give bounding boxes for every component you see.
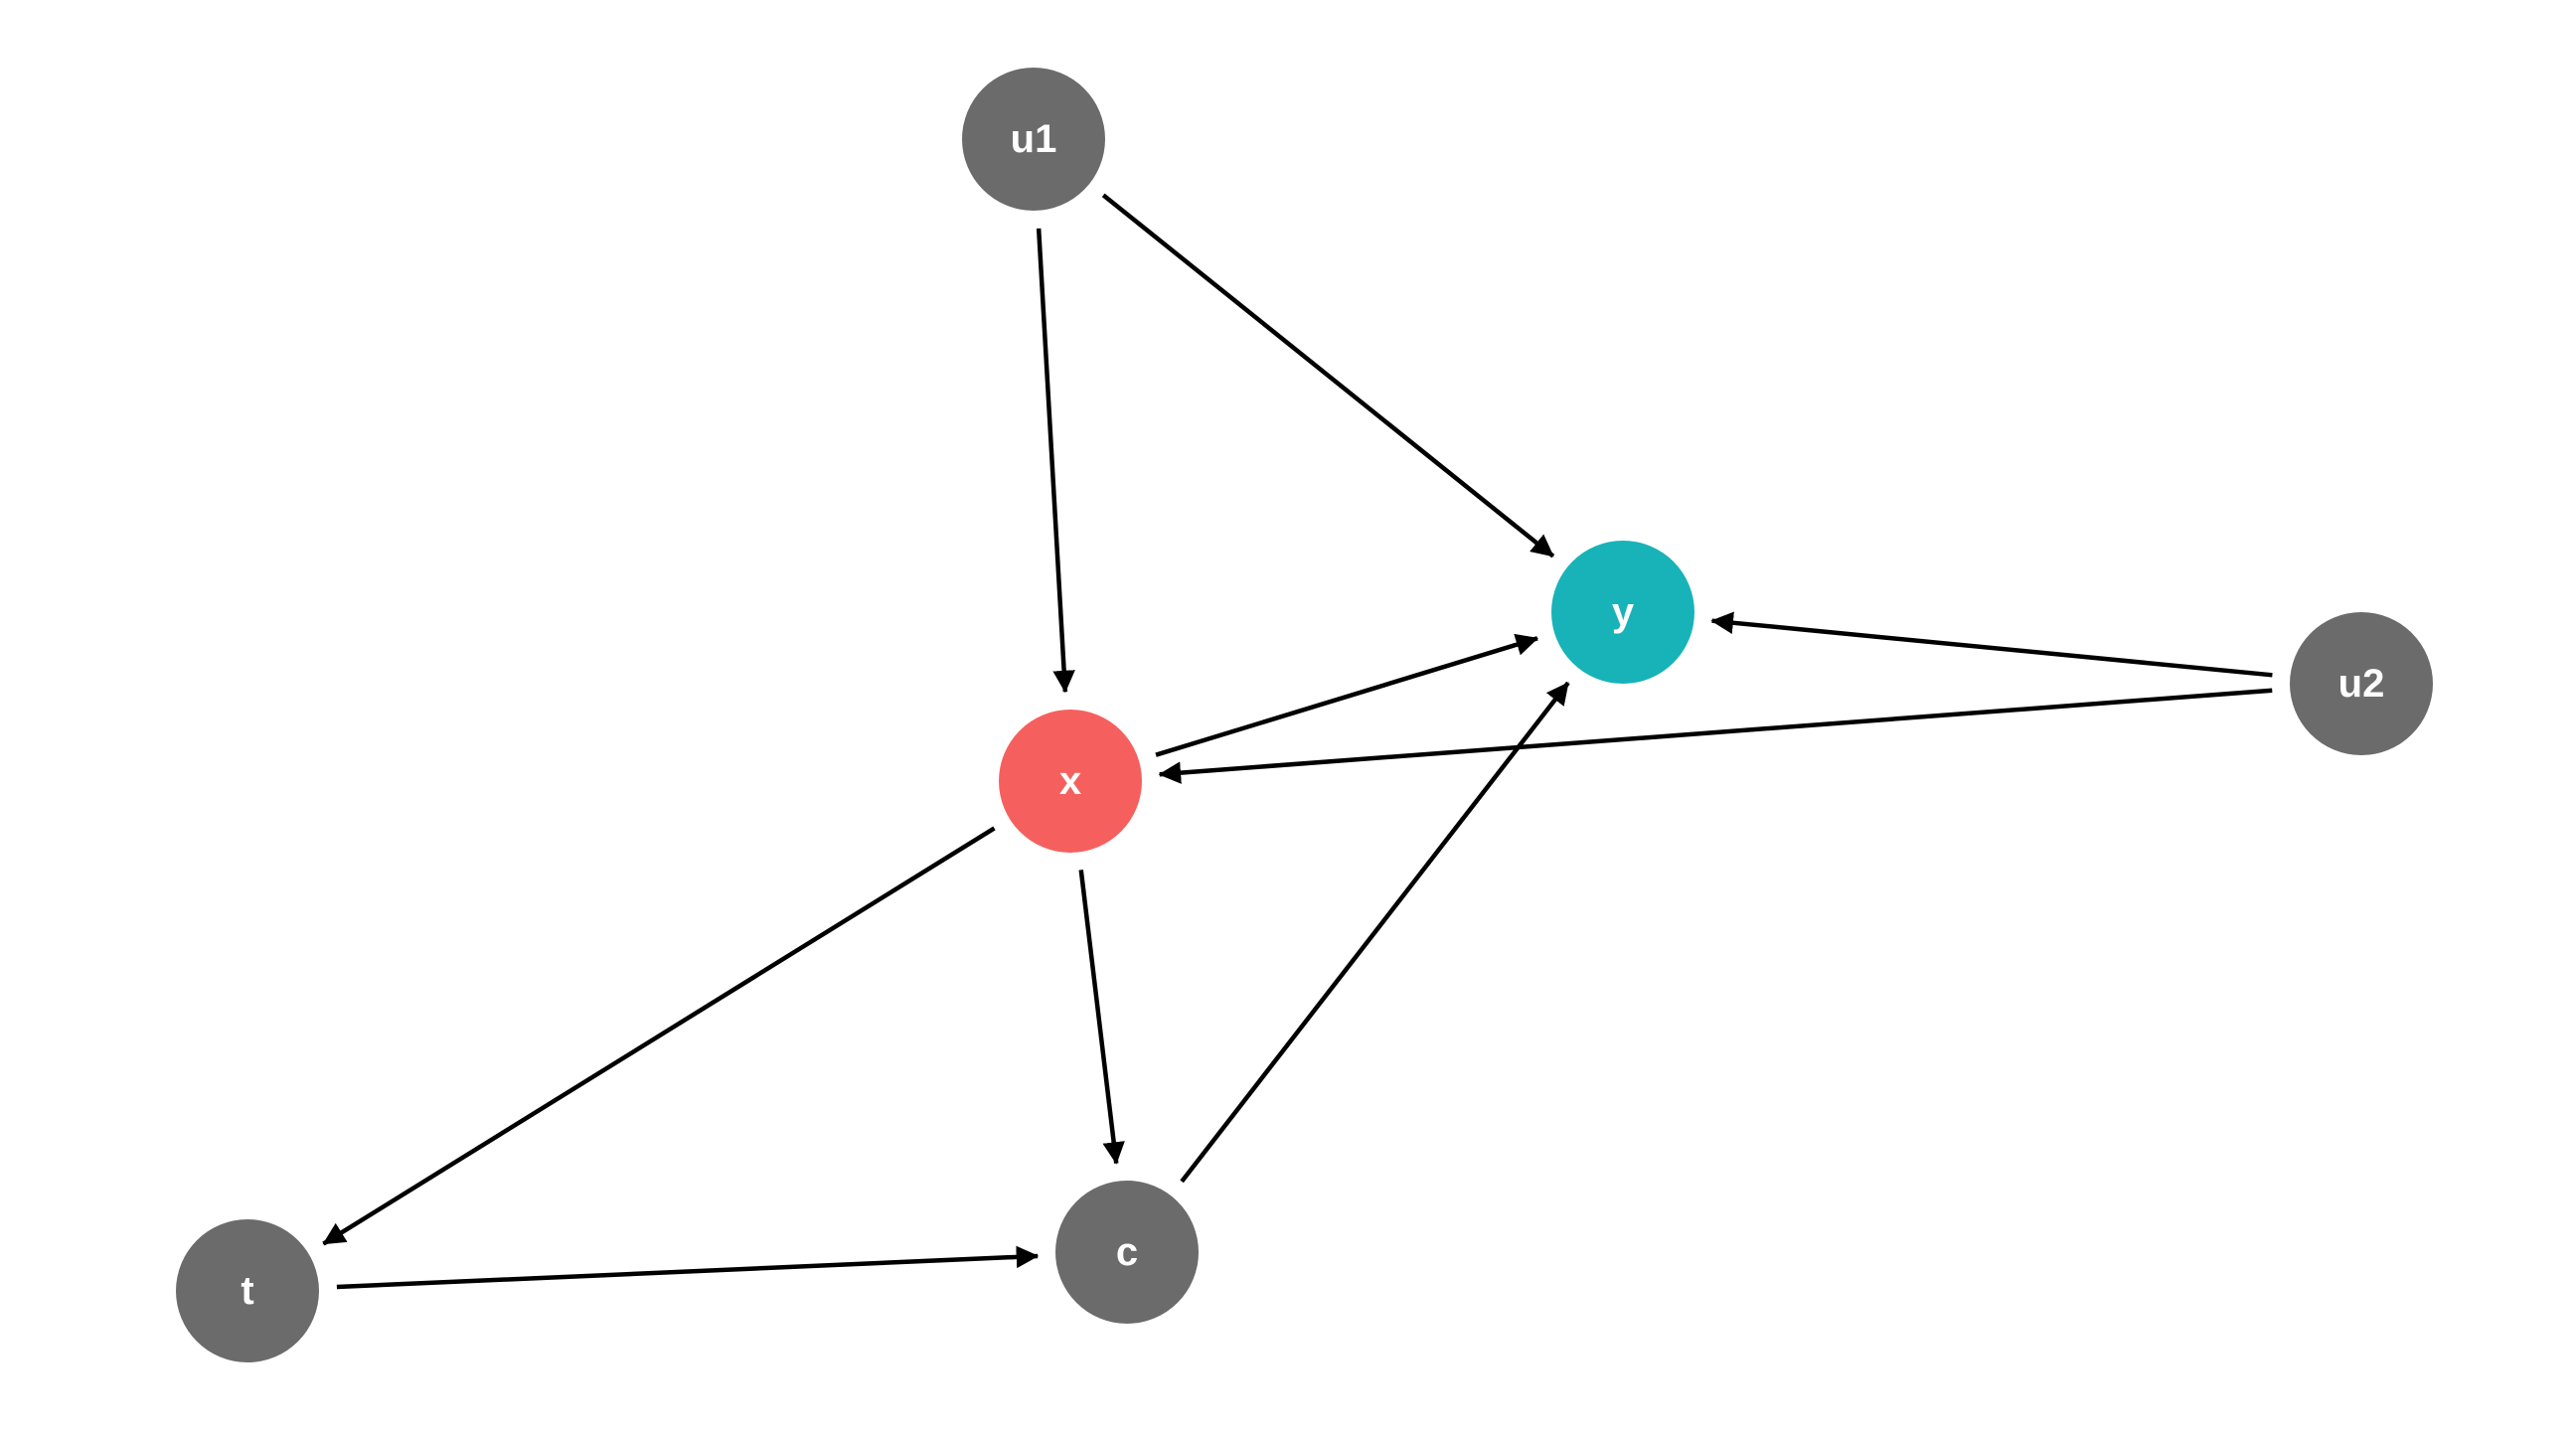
node-u2: u2 — [2290, 612, 2433, 755]
edge-u2-to-x — [1158, 688, 2273, 784]
node-label-y: y — [1612, 590, 1635, 634]
node-label-c: c — [1116, 1230, 1138, 1274]
node-t: t — [176, 1219, 319, 1362]
edge-x-to-t — [322, 826, 996, 1246]
node-x: x — [999, 710, 1142, 853]
edge-x-to-c — [1078, 870, 1125, 1165]
node-circle-u1 — [962, 68, 1105, 211]
node-circle-t — [176, 1219, 319, 1362]
node-circle-c — [1055, 1181, 1199, 1324]
node-label-x: x — [1059, 759, 1081, 803]
edge-u2-to-y — [1710, 611, 2273, 678]
node-circle-y — [1551, 541, 1694, 684]
nodes-layer: u1 y u2 x t c — [176, 68, 2433, 1362]
edge-u1-to-x — [1036, 228, 1075, 694]
edges-layer — [322, 193, 2273, 1290]
node-label-u2: u2 — [2338, 662, 2385, 706]
edge-t-to-c — [336, 1245, 1040, 1290]
edge-u1-to-y — [1101, 193, 1555, 558]
node-circle-u2 — [2290, 612, 2433, 755]
edge-c-to-y — [1180, 681, 1570, 1184]
node-y: y — [1551, 541, 1694, 684]
node-label-t: t — [241, 1269, 253, 1313]
node-circle-x — [999, 710, 1142, 853]
node-u1: u1 — [962, 68, 1105, 211]
edge-x-to-y — [1155, 633, 1539, 757]
node-label-u1: u1 — [1011, 117, 1057, 161]
node-c: c — [1055, 1181, 1199, 1324]
